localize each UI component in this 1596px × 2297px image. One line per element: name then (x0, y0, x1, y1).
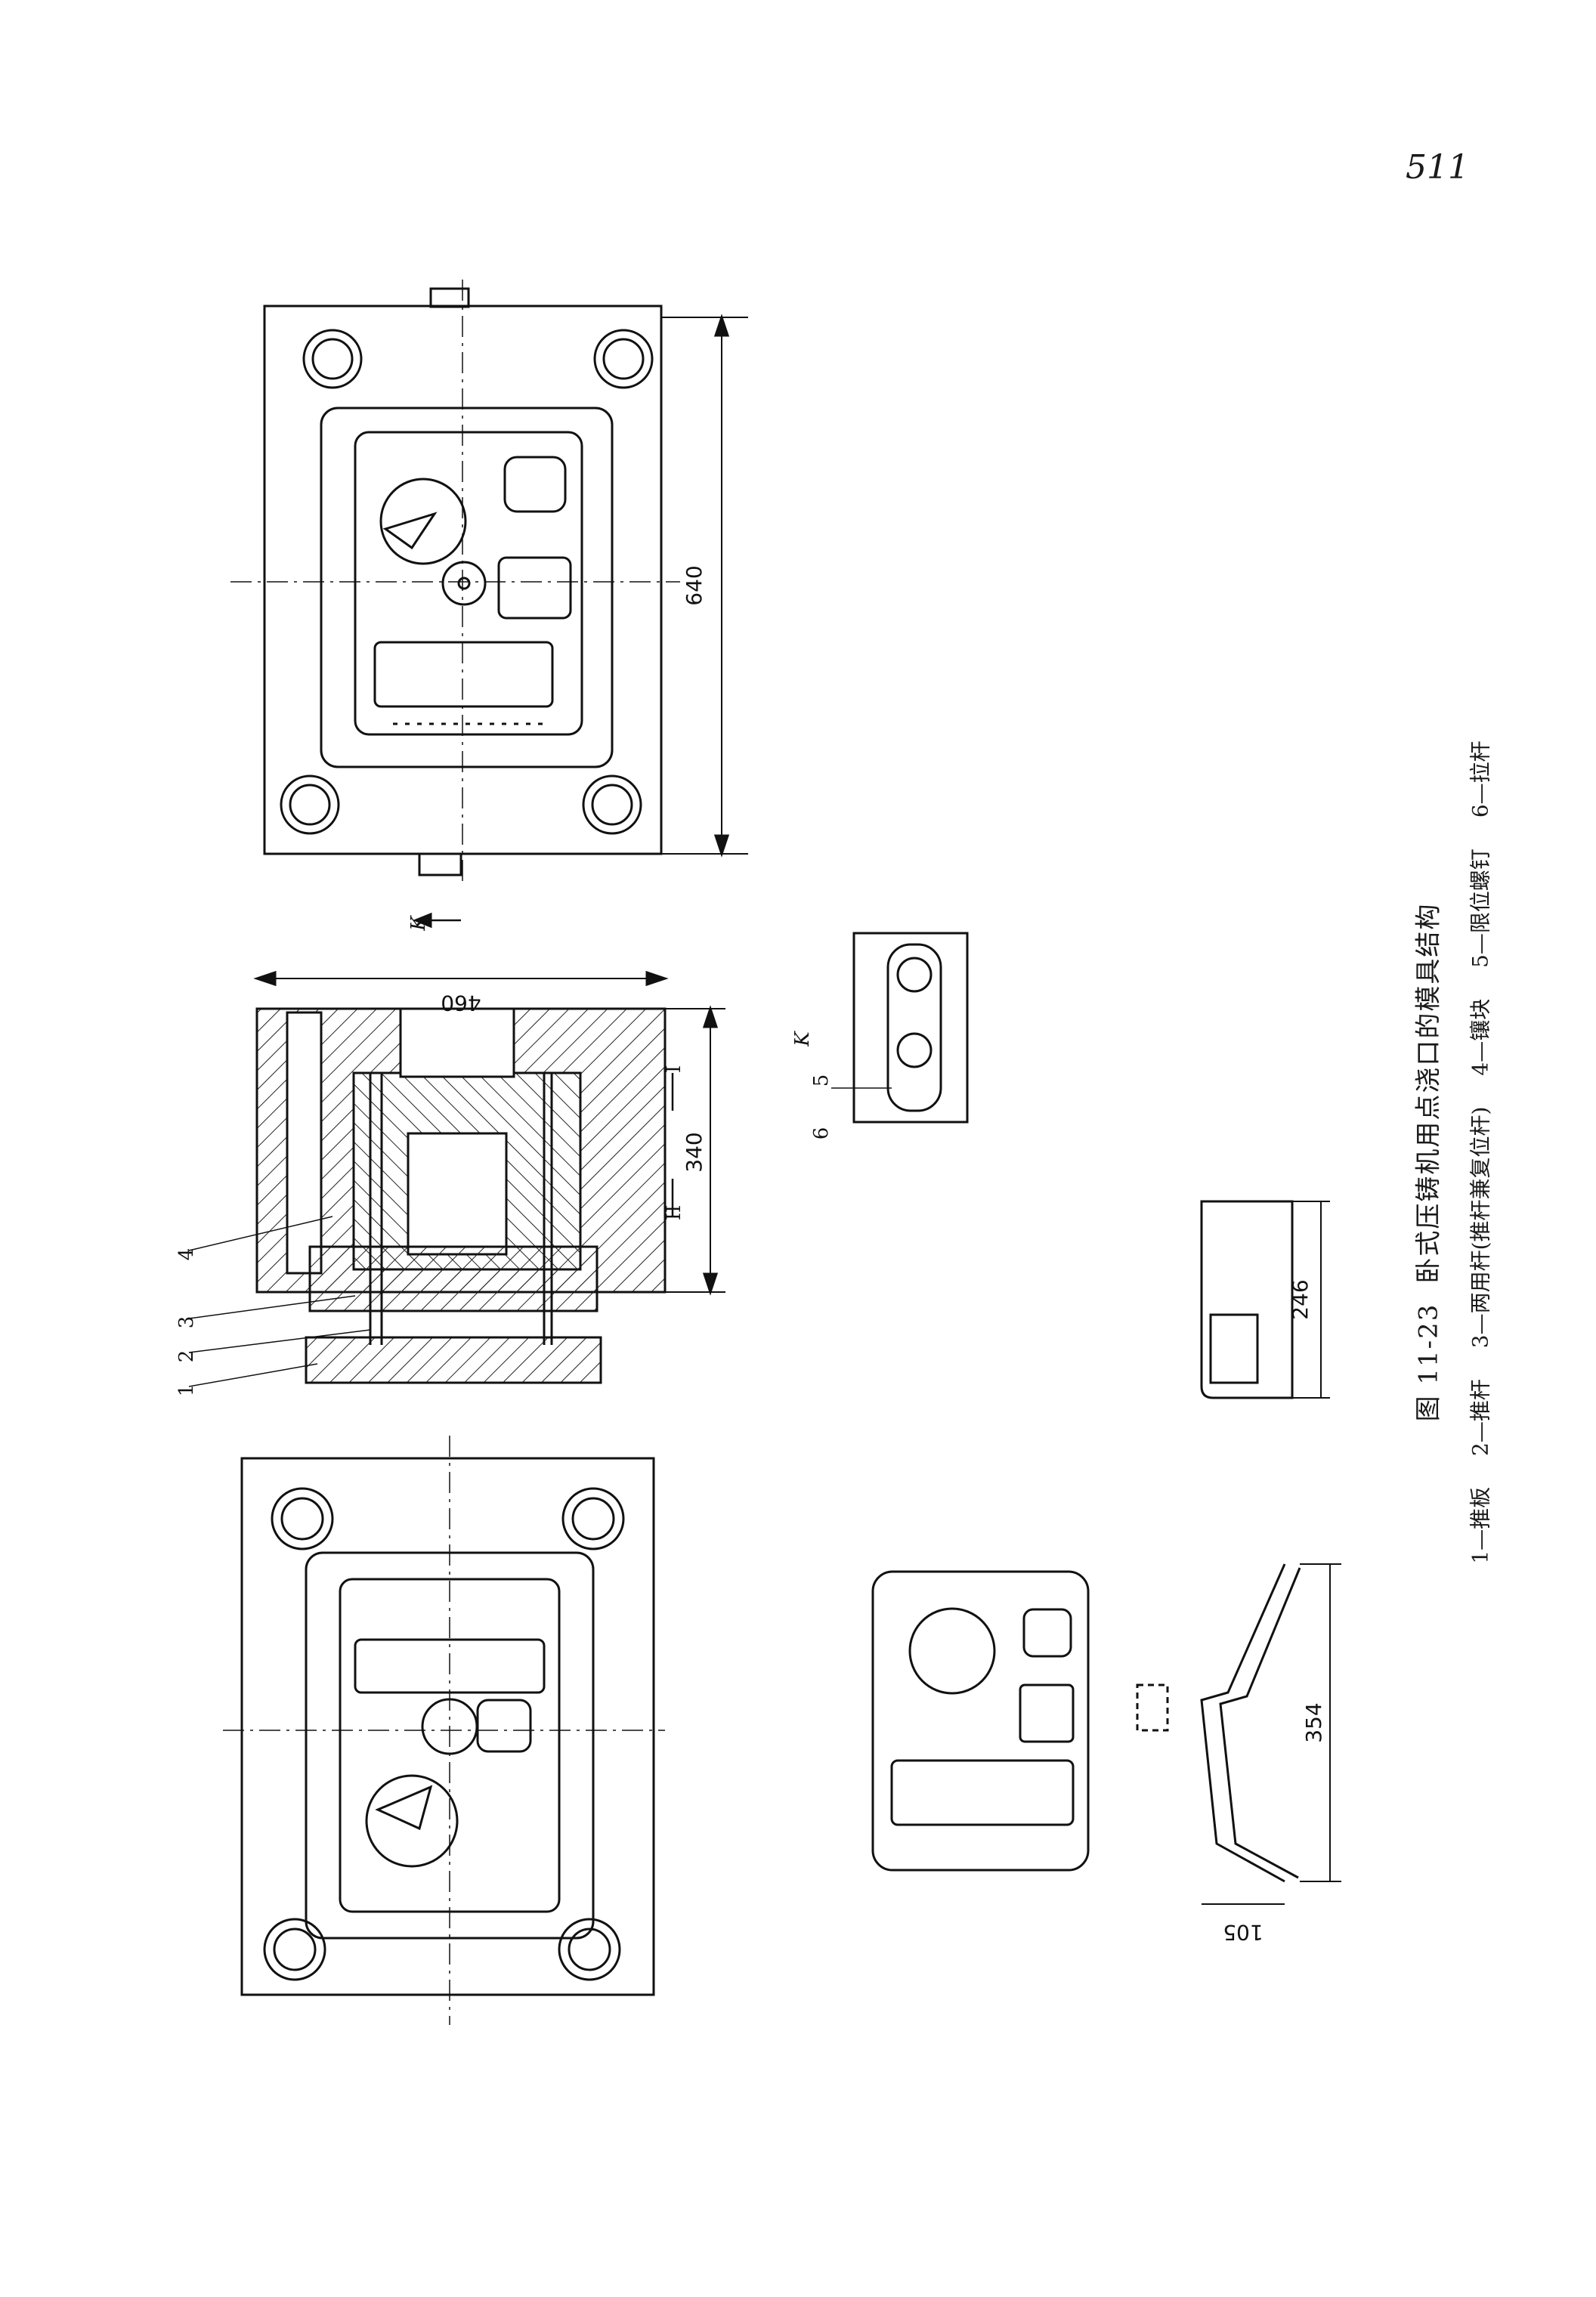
section-view (188, 970, 725, 1387)
label-view-k: K (791, 1031, 814, 1047)
dim-340: 340 (682, 1132, 707, 1172)
legend-item: 6—拉杆 (1468, 740, 1493, 818)
fixed-half-view (230, 280, 748, 929)
page-number: 511 (1406, 148, 1469, 187)
legend-item: 1—推板 (1468, 1486, 1493, 1564)
caption-title-row: 图 11-23 卧式压铸机用点浇口的模具结构 (1408, 725, 1445, 1579)
legend-item: 4—镶块 (1468, 998, 1493, 1076)
figure-title: 卧式压铸机用点浇口的模具结构 (1413, 902, 1444, 1284)
label-part-6: 6 (810, 1127, 833, 1140)
dim-246: 246 (1288, 1279, 1313, 1319)
moving-half-view (223, 1436, 665, 2025)
dim-640: 640 (682, 565, 707, 605)
figure-legend: 1—推板 2—推杆 3—两用杆(推杆兼复位杆) 4—镶块 5—限位螺钉 6—拉杆 (1465, 725, 1495, 1579)
label-part-3: 3 (175, 1316, 198, 1329)
label-section-i: I (663, 1065, 685, 1073)
legend-item: 2—推杆 (1468, 1379, 1493, 1456)
figure-number: 图 11-23 (1413, 1303, 1444, 1422)
label-section-ii: II (663, 1205, 685, 1221)
dim-105: 105 (1223, 1920, 1263, 1945)
label-k-arrow: K (407, 915, 430, 932)
casting-profile (1136, 1563, 1341, 1905)
label-part-1: 1 (175, 1384, 198, 1397)
casting-side-view (1200, 1200, 1330, 1399)
dim-354: 354 (1301, 1702, 1326, 1742)
casting-front-view (871, 1570, 1090, 1872)
legend-item: 3—两用杆(推杆兼复位杆) (1468, 1106, 1493, 1349)
label-part-5: 5 (810, 1074, 833, 1087)
legend-item: 5—限位螺钉 (1468, 849, 1493, 968)
label-part-4: 4 (175, 1248, 198, 1261)
figure-caption: 图 11-23 卧式压铸机用点浇口的模具结构 1—推板 2—推杆 3—两用杆(推杆… (1394, 725, 1508, 1579)
dim-460: 460 (441, 991, 481, 1016)
view-k (831, 932, 969, 1124)
label-part-2: 2 (175, 1350, 198, 1363)
